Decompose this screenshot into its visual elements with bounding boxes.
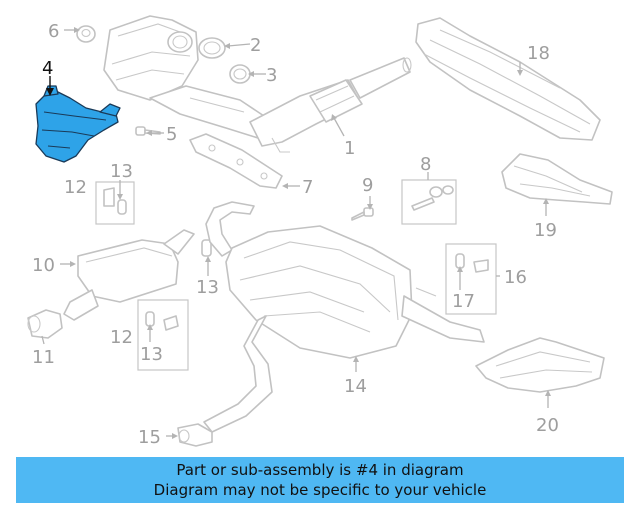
callout-7: 7	[302, 177, 313, 198]
info-banner: Part or sub-assembly is #4 in diagram Di…	[16, 457, 624, 503]
part-3-seal-ring	[229, 64, 251, 84]
callout-1: 1	[344, 138, 355, 159]
callout-13-center: 13	[196, 277, 219, 298]
part-9-bolt	[351, 207, 374, 221]
part-5-bolt	[135, 126, 161, 136]
callout-6: 6	[48, 21, 59, 42]
part-2-gasket	[198, 37, 226, 59]
callout-12-lower: 12	[110, 327, 133, 348]
part-20-heat-shield	[475, 337, 605, 393]
part-15-clamp	[177, 423, 213, 447]
part-18-heat-shield	[415, 17, 601, 141]
callout-16: 16	[504, 267, 527, 288]
callout-3: 3	[266, 65, 277, 86]
callout-2: 2	[250, 35, 261, 56]
callout-17: 17	[452, 291, 475, 312]
part-12-13-box-lower	[137, 299, 189, 371]
part-14-rear-muffler	[203, 201, 485, 433]
part-1-catalytic-converter-housing	[103, 15, 271, 139]
callout-11: 11	[32, 347, 55, 368]
callout-13-lower: 13	[140, 344, 163, 365]
callout-12-upper: 12	[64, 177, 87, 198]
callout-19: 19	[534, 220, 557, 241]
callout-13-upper: 13	[110, 161, 133, 182]
part-4-highlighted-heat-shield	[35, 85, 121, 163]
part-7-bracket	[189, 133, 283, 189]
callout-15: 15	[138, 427, 161, 448]
callout-9: 9	[362, 175, 373, 196]
part-13-hanger-center	[201, 239, 212, 257]
part-19-heat-shield	[501, 153, 613, 205]
callout-numbers: 4 6 2 3 5 1 7 18 8 9 19 13 12 10 13 16 1…	[32, 21, 559, 448]
callout-18: 18	[527, 43, 550, 64]
part-6-grommet	[76, 25, 96, 43]
part-1-converter-pipe	[249, 57, 412, 153]
part-11-clamp	[27, 309, 63, 339]
callout-4-leader	[46, 76, 54, 96]
callout-4: 4	[42, 58, 53, 79]
banner-line-1: Part or sub-assembly is #4 in diagram	[176, 461, 464, 479]
callout-5: 5	[166, 124, 177, 145]
part-10-front-silencer	[63, 229, 195, 321]
leader-lines	[41, 27, 551, 439]
part-12-13-box-upper	[95, 181, 135, 225]
callout-20: 20	[536, 415, 559, 436]
part-8-box	[401, 179, 457, 225]
callout-10: 10	[32, 255, 55, 276]
callout-14: 14	[344, 376, 367, 397]
callout-8: 8	[420, 154, 431, 175]
banner-line-2: Diagram may not be specific to your vehi…	[153, 481, 487, 499]
part-16-17-box	[445, 243, 497, 315]
